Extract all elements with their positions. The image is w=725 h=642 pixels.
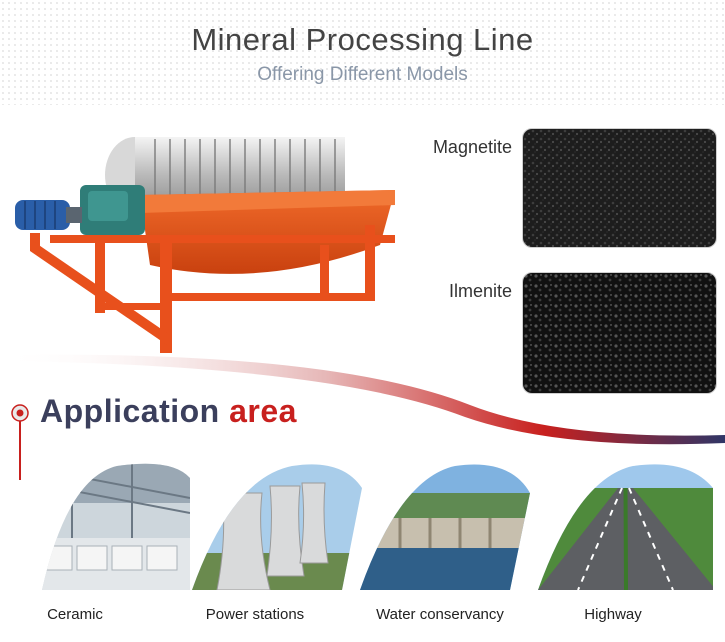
caption-water-conservancy: Water conservancy bbox=[376, 606, 504, 623]
page-title: Mineral Processing Line bbox=[191, 22, 534, 57]
sample-label-magnetite: Magnetite bbox=[432, 137, 512, 157]
dam-image bbox=[360, 464, 530, 590]
sample-label-ilmenite: Ilmenite bbox=[448, 281, 512, 301]
page-subtitle: Offering Different Models bbox=[257, 64, 468, 85]
application-title-main: Application bbox=[40, 393, 220, 429]
caption-ceramic: Ceramic bbox=[47, 606, 103, 623]
caption-highway: Highway bbox=[584, 606, 642, 623]
decorative-swoosh bbox=[0, 354, 725, 445]
magnetic-separator-image bbox=[15, 137, 395, 353]
application-area-title: Application area bbox=[40, 393, 297, 430]
application-title-accent: area bbox=[229, 393, 297, 429]
magnetite-ore-image bbox=[522, 128, 717, 248]
ilmenite-ore-image bbox=[522, 272, 717, 394]
highway-image bbox=[538, 464, 713, 590]
ceramic-factory-image bbox=[42, 463, 190, 590]
caption-power-stations: Power stations bbox=[205, 606, 305, 623]
location-pin-icon bbox=[11, 404, 29, 480]
cooling-towers-image bbox=[192, 464, 362, 590]
dotted-background bbox=[0, 0, 725, 105]
